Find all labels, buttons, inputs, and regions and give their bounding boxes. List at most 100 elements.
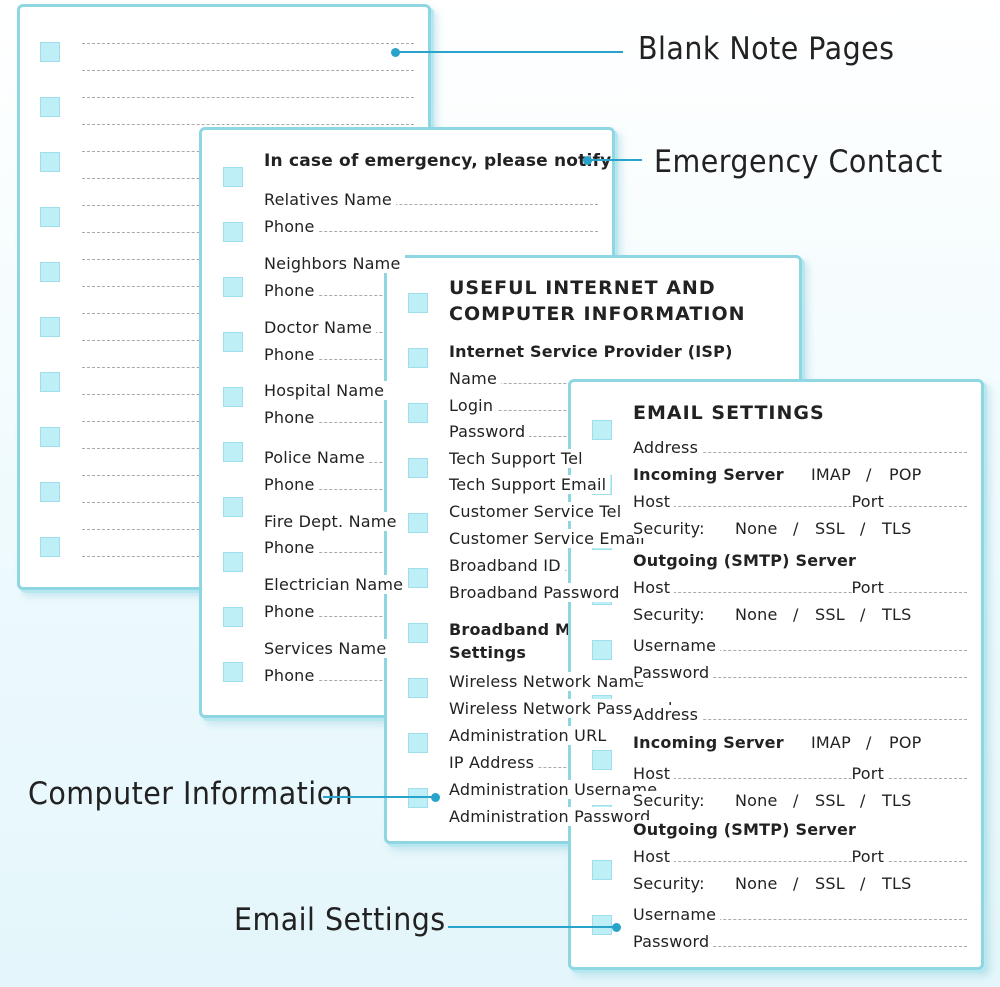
checkbox[interactable] <box>408 293 428 313</box>
callout-emergency-contact: Emergency Contact <box>654 144 943 180</box>
checkbox[interactable] <box>592 420 612 440</box>
field-label: Tech Support Tel <box>449 449 587 468</box>
port-label: Port <box>851 764 889 783</box>
email-title: EMAIL SETTINGS <box>633 402 825 424</box>
security-ssl: SSL <box>815 605 845 624</box>
checkbox[interactable] <box>408 623 428 643</box>
security-label: Security: <box>633 519 709 538</box>
username-label: Username <box>633 636 721 655</box>
host-label: Host <box>633 764 675 783</box>
security-tls: TLS <box>882 874 912 893</box>
checkbox[interactable] <box>40 42 60 62</box>
security-label: Security: <box>633 605 709 624</box>
checkbox[interactable] <box>223 607 243 627</box>
checkbox[interactable] <box>40 262 60 282</box>
field-label: Broadband Password <box>449 583 624 602</box>
field-label: Broadband ID <box>449 556 565 575</box>
field-label: Wireless Network Name <box>449 672 649 691</box>
field-label: Relatives Name <box>264 190 396 209</box>
host-label: Host <box>633 847 675 866</box>
field-label: Police Name <box>264 448 369 467</box>
checkbox[interactable] <box>40 427 60 447</box>
checkbox[interactable] <box>408 513 428 533</box>
outgoing-server-label: Outgoing (SMTP) Server <box>633 551 861 570</box>
internet-title-line2: COMPUTER INFORMATION <box>449 303 746 325</box>
field-label: Phone <box>264 602 319 621</box>
field-label: Administration Username <box>449 780 662 799</box>
checkbox[interactable] <box>408 678 428 698</box>
checkbox[interactable] <box>408 733 428 753</box>
username-label: Username <box>633 905 721 924</box>
field-label: Customer Service Email <box>449 529 649 548</box>
port-label: Port <box>851 492 889 511</box>
callout-dot <box>612 923 621 932</box>
checkbox[interactable] <box>408 788 428 808</box>
isp-heading: Internet Service Provider (ISP) <box>449 342 733 361</box>
callout-dot <box>431 793 440 802</box>
security-none: None <box>735 791 778 810</box>
separator: / <box>793 874 799 893</box>
checkbox[interactable] <box>223 442 243 462</box>
checkbox[interactable] <box>40 482 60 502</box>
checkbox[interactable] <box>40 97 60 117</box>
checkbox[interactable] <box>592 750 612 770</box>
checkbox[interactable] <box>592 915 612 935</box>
checkbox[interactable] <box>223 552 243 572</box>
separator: / <box>866 465 872 484</box>
checkbox[interactable] <box>223 167 243 187</box>
field-label: Name <box>449 369 502 388</box>
checkbox[interactable] <box>223 332 243 352</box>
address-label: Address <box>633 705 703 724</box>
separator: / <box>793 605 799 624</box>
callout-line <box>398 51 623 53</box>
modem-heading-2: Settings <box>449 643 527 662</box>
security-tls: TLS <box>882 791 912 810</box>
field-label: Phone <box>264 475 319 494</box>
security-label: Security: <box>633 874 709 893</box>
password-label: Password <box>633 932 714 951</box>
checkbox[interactable] <box>223 387 243 407</box>
field-label: Phone <box>264 538 319 557</box>
field-label: Services Name <box>264 639 391 658</box>
checkbox[interactable] <box>40 372 60 392</box>
outgoing-server-label: Outgoing (SMTP) Server <box>633 820 861 839</box>
security-label: Security: <box>633 791 709 810</box>
field-label: Phone <box>264 408 319 427</box>
checkbox[interactable] <box>40 317 60 337</box>
separator: / <box>793 791 799 810</box>
checkbox[interactable] <box>592 640 612 660</box>
callout-line <box>448 926 613 928</box>
checkbox[interactable] <box>408 403 428 423</box>
pop-option: POP <box>889 733 922 752</box>
checkbox[interactable] <box>40 537 60 557</box>
checkbox[interactable] <box>223 277 243 297</box>
checkbox[interactable] <box>40 152 60 172</box>
checkbox[interactable] <box>223 222 243 242</box>
port-label: Port <box>851 578 889 597</box>
security-ssl: SSL <box>815 791 845 810</box>
separator: / <box>860 791 866 810</box>
checkbox[interactable] <box>223 497 243 517</box>
field-label: Tech Support Email <box>449 475 611 494</box>
checkbox[interactable] <box>223 662 243 682</box>
port-label: Port <box>851 847 889 866</box>
field-label: Doctor Name <box>264 318 377 337</box>
field-label: Customer Service Tel <box>449 502 626 521</box>
checkbox[interactable] <box>40 207 60 227</box>
checkbox[interactable] <box>592 860 612 880</box>
internet-title-line1: USEFUL INTERNET AND <box>449 277 716 299</box>
separator: / <box>860 519 866 538</box>
security-none: None <box>735 605 778 624</box>
address-label: Address <box>633 438 703 457</box>
field-label: Wireless Network Password <box>449 699 677 718</box>
host-label: Host <box>633 492 675 511</box>
checkbox[interactable] <box>408 348 428 368</box>
checkbox[interactable] <box>408 568 428 588</box>
checkbox[interactable] <box>408 458 428 478</box>
emergency-title: In case of emergency, please notify <box>264 151 612 171</box>
field-label: IP Address <box>449 753 539 772</box>
security-ssl: SSL <box>815 874 845 893</box>
password-label: Password <box>633 663 714 682</box>
field-label: Administration URL <box>449 726 611 745</box>
field-label: Phone <box>264 217 319 236</box>
